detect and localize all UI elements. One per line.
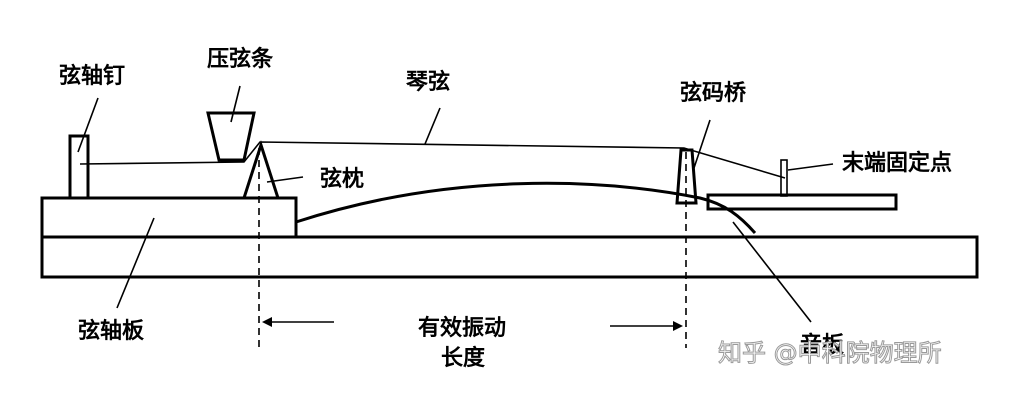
label-pressure-bar: 压弦条 [207, 46, 274, 72]
right-arrow-head [673, 321, 683, 331]
label-nut: 弦枕 [320, 166, 364, 192]
pin-block [40, 196, 298, 239]
label-vibrating-length-2: 长度 [441, 345, 486, 371]
soundboard [295, 181, 757, 234]
piano-string [79, 141, 786, 179]
label-bridge: 弦码桥 [680, 80, 746, 106]
leader-bridge [693, 119, 711, 169]
leader-nut [266, 176, 304, 183]
tuning-pin [68, 134, 90, 200]
leader-pressure-bar [230, 85, 241, 123]
leader-pin-block [116, 217, 155, 309]
leader-string [424, 107, 441, 145]
label-vibrating-length-1: 有效振动 [418, 315, 506, 341]
label-string: 琴弦 [406, 69, 450, 95]
label-pin-block: 弦轴板 [78, 318, 145, 344]
label-tuning-pin: 弦轴钉 [59, 63, 125, 89]
label-soundboard: 音板 [800, 332, 845, 358]
hitch-pin [780, 159, 788, 197]
leader-hitch-pin [787, 163, 834, 171]
label-hitch-pin: 末端固定点 [842, 150, 952, 176]
nut [241, 140, 281, 200]
watermark: 知乎 @中科院物理所 [718, 339, 942, 367]
leader-tuning-pin [77, 97, 99, 153]
left-arrow-head [262, 317, 272, 327]
base-board [40, 235, 979, 279]
leader-soundboard [732, 221, 812, 323]
pressure-bar [206, 111, 256, 162]
hitch-plate [706, 193, 898, 211]
